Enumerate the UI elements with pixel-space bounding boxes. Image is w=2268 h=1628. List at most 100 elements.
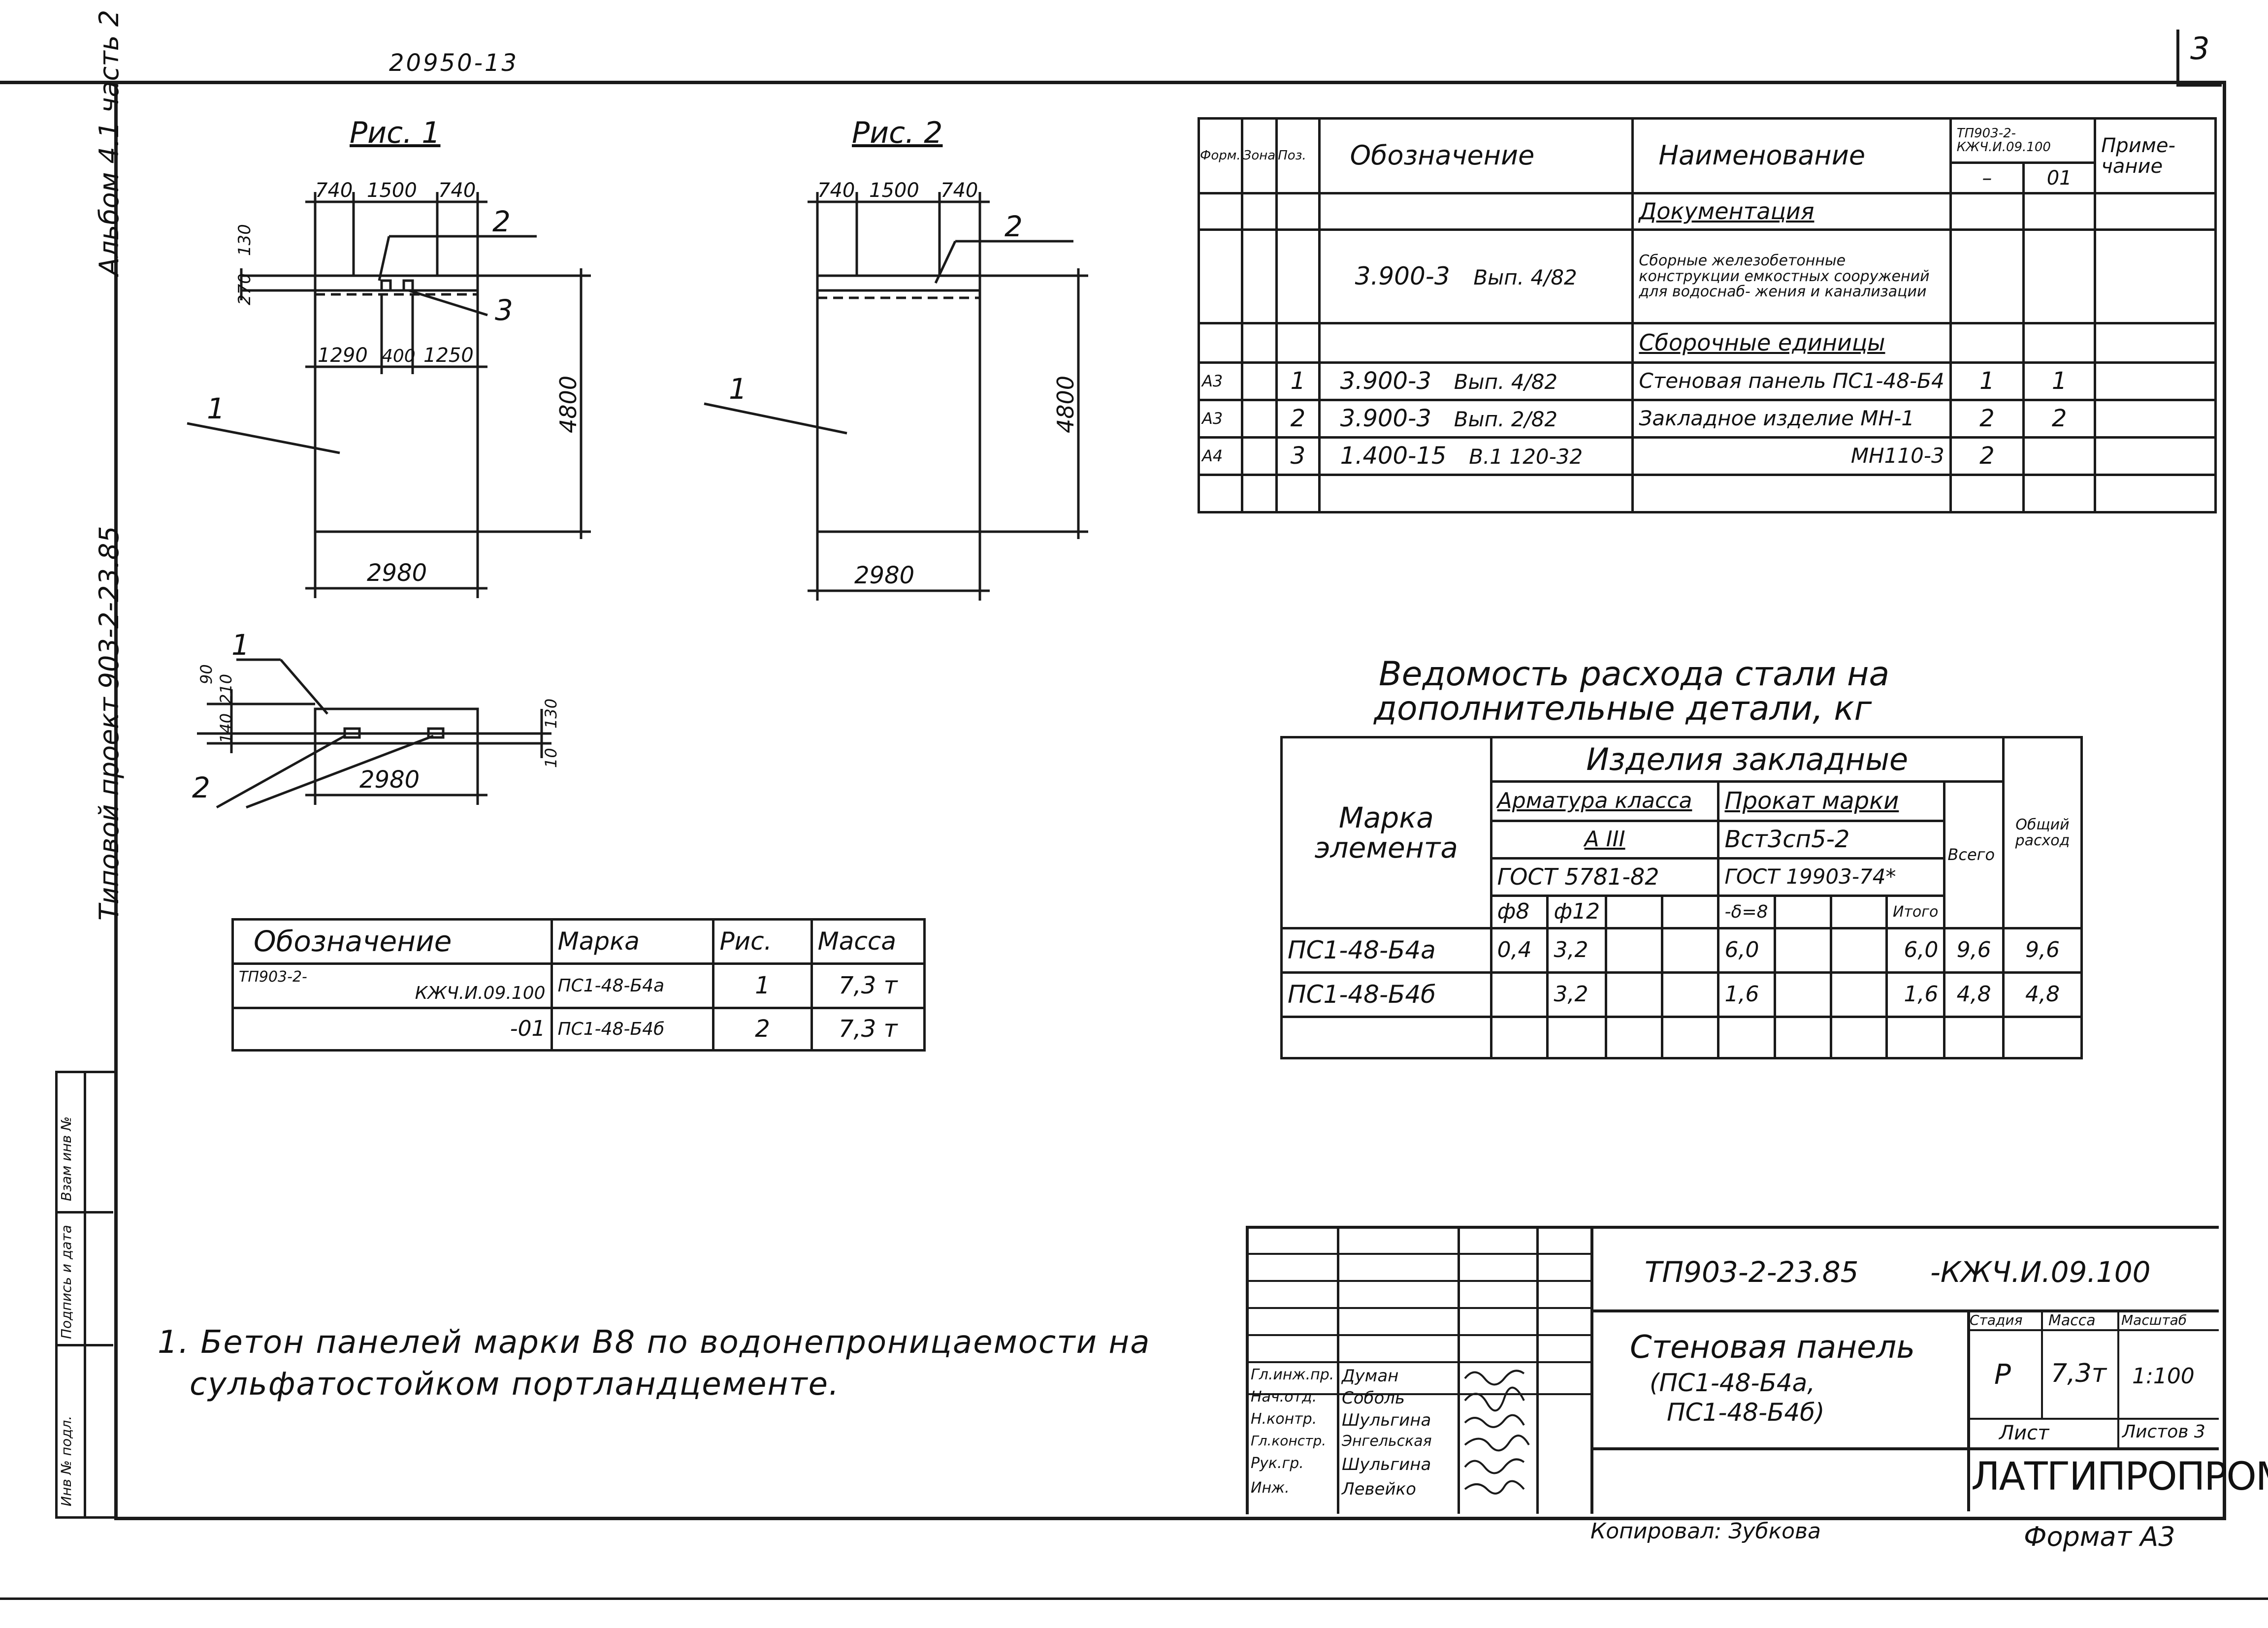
person-name-5: Шульгина bbox=[1342, 1455, 1431, 1474]
fig2-width: 2980 bbox=[854, 562, 914, 589]
sheet-head: Лист bbox=[1999, 1422, 2049, 1444]
steel-head-rolled-gost: ГОСТ 19903-74* bbox=[1717, 857, 1946, 897]
bottom-rule bbox=[0, 1597, 2268, 1600]
sheet-number: 3 bbox=[2190, 31, 2210, 66]
note-line-2: сульфатостойком портландцементе. bbox=[190, 1366, 840, 1403]
steel-head-rolled: Прокат марки bbox=[1717, 780, 1946, 822]
top-rule bbox=[0, 81, 2181, 84]
plan-callout-1: 1 bbox=[231, 628, 250, 662]
spec-row: Документация bbox=[1198, 192, 2217, 231]
fig1-dim-left-2: 130 bbox=[235, 224, 255, 256]
fig1-dim-mid-2: 400 bbox=[382, 346, 416, 366]
fig2-dim-top-1: 740 bbox=[817, 179, 855, 202]
steel-head-rebar-grade: А III bbox=[1490, 820, 1720, 860]
fig1-dim-top-1: 740 bbox=[315, 179, 353, 202]
fig2-callout-1: 1 bbox=[729, 372, 747, 406]
fig2-dim-top-3: 740 bbox=[940, 179, 978, 202]
spec-head-qty-a: – bbox=[1949, 161, 2025, 194]
fig1-panel bbox=[314, 274, 479, 533]
spec-row bbox=[1198, 474, 2217, 513]
spec-head-note: Приме-чание bbox=[2094, 117, 2217, 194]
steel-row bbox=[1280, 1016, 2083, 1059]
person-name-2: Соболь bbox=[1342, 1388, 1405, 1408]
org-name: ЛАТГИПРОПРОМ bbox=[1971, 1455, 2268, 1499]
person-role-1: Гл.инж.пр. bbox=[1251, 1366, 1334, 1383]
steel-table: Марка элемента Изделия закладные Общий р… bbox=[1280, 736, 2083, 1059]
variants-head-mark: Марка bbox=[550, 918, 715, 965]
person-name-3: Шульгина bbox=[1342, 1410, 1431, 1430]
fig2-dim-top-2: 1500 bbox=[869, 179, 919, 202]
title-block bbox=[1246, 1226, 2219, 1514]
fig1-dim-top-3: 740 bbox=[438, 179, 476, 202]
spec-table: Форм. Зона Поз. Обозначение Наименование… bbox=[1198, 117, 2217, 513]
steel-title-1: Ведомость расхода стали на bbox=[1379, 655, 1890, 694]
steel-head-grand: Общий расход bbox=[2002, 736, 2083, 929]
spec-row: А3 1 3.900-3 Вып. 4/82 Стеновая панель П… bbox=[1198, 361, 2217, 401]
spec-head-qty-doc: ТП903-2-КЖЧ.И.09.100 bbox=[1949, 117, 2097, 164]
mass-head: Масса bbox=[2048, 1312, 2096, 1329]
person-role-3: Н.контр. bbox=[1251, 1410, 1317, 1428]
title-name-1: Стеновая панель bbox=[1630, 1329, 1915, 1366]
variants-row: ТП903-2- КЖЧ.И.09.100 ПС1-48-Б4а 1 7,3 т bbox=[231, 962, 926, 1009]
fig1-dim-mid-1: 1290 bbox=[318, 344, 368, 367]
steel-head-rebar-gost: ГОСТ 5781-82 bbox=[1490, 857, 1720, 897]
plan-width: 2980 bbox=[359, 766, 420, 794]
doc-code-top: 20950-13 bbox=[389, 49, 519, 77]
plan-dim-left-1: 210 bbox=[217, 674, 235, 704]
fig1-height: 4800 bbox=[555, 376, 582, 433]
title-name-3: ПС1-48-Б4б) bbox=[1667, 1398, 1825, 1427]
spec-row: 3.900-3 Вып. 4/82 Сборные железобетонные… bbox=[1198, 228, 2217, 324]
plan-dim-left-2: 140 bbox=[217, 713, 235, 743]
fig1-dim-mid-3: 1250 bbox=[423, 344, 474, 367]
title-name-2: (ПС1-48-Б4а, bbox=[1650, 1369, 1815, 1397]
person-role-5: Рук.гр. bbox=[1251, 1455, 1304, 1472]
plan-callout-2: 2 bbox=[192, 771, 210, 804]
spec-head-zone: Зона bbox=[1240, 117, 1278, 194]
sheets-head: Листов 3 bbox=[2122, 1422, 2205, 1442]
spec-head-pos: Поз. bbox=[1275, 117, 1321, 194]
spec-row: Сборочные единицы bbox=[1198, 322, 2217, 364]
spec-head-qty-b: 01 bbox=[2022, 161, 2097, 194]
fig1-dim-left-1: 270 bbox=[235, 273, 255, 305]
plan-dim-right-1: 130 bbox=[542, 699, 560, 729]
variants-head-mass: Масса bbox=[810, 918, 926, 965]
spec-head-name: Наименование bbox=[1631, 117, 1952, 194]
steel-head-rebar-class: Арматура класса bbox=[1490, 780, 1720, 822]
scale-head: Масштаб bbox=[2121, 1312, 2187, 1328]
stage-head: Стадия bbox=[1970, 1312, 2023, 1328]
person-name-4: Энгельская bbox=[1342, 1433, 1432, 1450]
spec-row: А4 3 1.400-15 В.1 120-32 МН110-3 2 bbox=[1198, 436, 2217, 476]
fig2-panel bbox=[816, 274, 981, 533]
variants-head-designation: Обозначение bbox=[231, 918, 553, 965]
stage-value: Р bbox=[1994, 1359, 2011, 1391]
fig2-height: 4800 bbox=[1052, 376, 1079, 433]
fig2-callout-2: 2 bbox=[1004, 210, 1023, 243]
sheet-number-box bbox=[2176, 30, 2222, 87]
signatures bbox=[1464, 1370, 1530, 1495]
variants-head-fig: Рис. bbox=[712, 918, 813, 965]
fig1-title: Рис. 1 bbox=[350, 116, 440, 150]
plan-dim-right-2: 10 bbox=[542, 748, 560, 768]
footer-format: Формат А3 bbox=[2024, 1521, 2175, 1552]
footer-copied: Копировал: Зубкова bbox=[1590, 1519, 1821, 1544]
steel-head-rolled-grade: Вст3сп5-2 bbox=[1717, 820, 1946, 860]
steel-row: ПС1-48-Б4а 0,4 3,2 6,0 6,0 9,6 9,6 bbox=[1280, 927, 2083, 974]
variants-row: -01 ПС1-48-Б4б 2 7,3 т bbox=[231, 1007, 926, 1052]
plan-dim-left-3: 90 bbox=[197, 664, 216, 684]
plan-panel bbox=[314, 707, 479, 745]
person-role-4: Гл.констр. bbox=[1251, 1433, 1327, 1449]
title-code2: -КЖЧ.И.09.100 bbox=[1930, 1255, 2151, 1289]
person-name-1: Думан bbox=[1342, 1366, 1399, 1386]
mass-value: 7,3т bbox=[2051, 1359, 2106, 1388]
spec-head-designation: Обозначение bbox=[1318, 117, 1634, 194]
person-name-6: Левейко bbox=[1342, 1479, 1416, 1499]
fig1-width: 2980 bbox=[367, 559, 427, 587]
spec-head-format: Форм. bbox=[1198, 117, 1243, 194]
steel-row: ПС1-48-Б4б 3,2 1,6 1,6 4,8 4,8 bbox=[1280, 971, 2083, 1018]
person-role-2: Нач.отд. bbox=[1251, 1388, 1317, 1405]
fig1-dim-top-2: 1500 bbox=[367, 179, 417, 202]
spec-row: А3 2 3.900-3 Вып. 2/82 Закладное изделие… bbox=[1198, 399, 2217, 439]
fig2-title: Рис. 2 bbox=[852, 116, 942, 150]
title-code: ТП903-2-23.85 bbox=[1645, 1255, 1859, 1289]
